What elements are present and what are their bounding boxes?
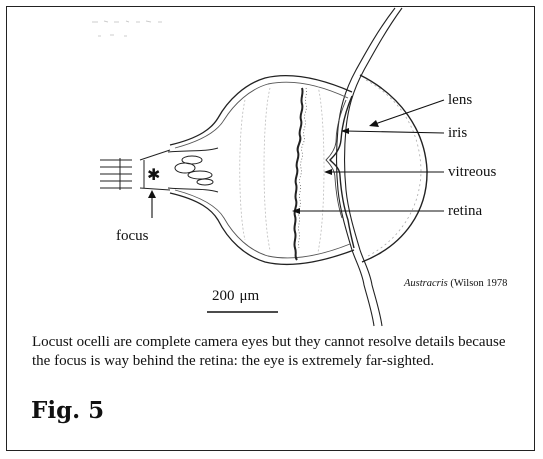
focus-arrow — [148, 190, 156, 218]
figure-number: Fig. 5 — [31, 397, 104, 424]
iris-label: iris — [448, 125, 467, 141]
lens-outline — [360, 75, 427, 262]
scan-smudges — [92, 21, 162, 36]
focus-label: focus — [116, 228, 149, 244]
label-leaders — [292, 100, 444, 214]
vitreous-arcs — [240, 86, 324, 252]
lens-inner-dashed — [366, 80, 421, 256]
figure-caption: Locust ocelli are complete camera eyes b… — [32, 333, 522, 371]
vitreous-label: vitreous — [448, 164, 496, 180]
image-credit: Austracris (Wilson 1978 — [403, 278, 507, 289]
eyecup-outline — [170, 76, 354, 265]
asterisk-icon: ✱ — [147, 167, 160, 184]
lens-label: lens — [448, 92, 472, 108]
retina-label: retina — [448, 203, 482, 219]
cuticle-wall — [337, 8, 403, 326]
